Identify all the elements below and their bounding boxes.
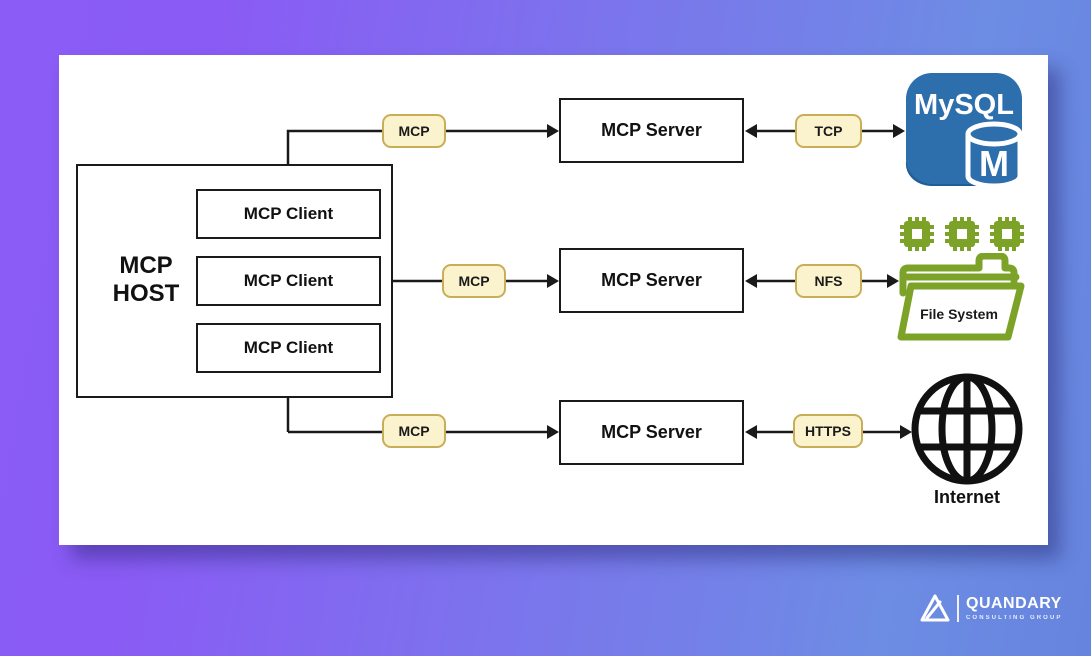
internet-globe-icon <box>911 373 1023 485</box>
mcp-client-box-2: MCP Client <box>196 256 381 306</box>
chip-icon <box>945 217 979 251</box>
mcp-client-box-3: MCP Client <box>196 323 381 373</box>
mcp-server-box-3: MCP Server <box>559 400 744 465</box>
mcp-server-box-2: MCP Server <box>559 248 744 313</box>
chip-icon <box>900 217 934 251</box>
brand-company-name: QUANDARY <box>966 594 1062 612</box>
nfs-transport-label: NFS <box>795 264 862 298</box>
tcp-transport-label: TCP <box>795 114 862 148</box>
mcp-server-box-1: MCP Server <box>559 98 744 163</box>
internet-label: Internet <box>933 487 1000 507</box>
mcp-protocol-label-top: MCP <box>382 114 446 148</box>
mcp-host-title: MCP HOST <box>89 252 203 308</box>
diagram-card: MCP HOST MCP Client MCP Client MCP Clien… <box>59 55 1048 545</box>
mcp-host-title-line1: MCP <box>119 252 173 279</box>
chip-icon <box>990 217 1024 251</box>
mysql-label: MySQL <box>914 89 1014 121</box>
https-transport-label: HTTPS <box>793 414 863 448</box>
file-system-folder-icon: File System <box>897 253 1025 341</box>
file-system-label: File System <box>920 306 998 322</box>
brand-divider <box>957 594 959 622</box>
mysql-icon: MySQL M <box>905 73 1023 188</box>
mcp-host-title-line2: HOST <box>112 280 180 307</box>
mcp-protocol-label-bottom: MCP <box>382 414 446 448</box>
quandary-triangle-icon <box>920 594 950 622</box>
brand-text: QUANDARY CONSULTING GROUP <box>966 594 1063 621</box>
mcp-protocol-label-middle: MCP <box>442 264 506 298</box>
brand-logo: QUANDARY CONSULTING GROUP <box>920 589 1063 627</box>
mysql-db-letter: M <box>979 143 1009 184</box>
mcp-client-box-1: MCP Client <box>196 189 381 239</box>
brand-tagline: CONSULTING GROUP <box>966 614 1063 621</box>
